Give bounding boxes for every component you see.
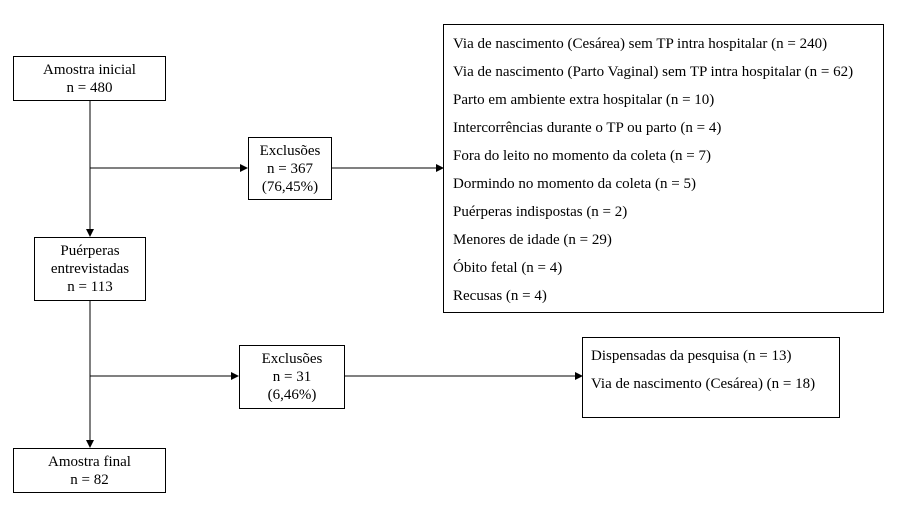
exclusion-reason: Recusas (n = 4) [453,288,547,304]
exclusion-reason: Dormindo no momento da coleta (n = 5) [453,176,696,192]
exclusion-reason: Via de nascimento (Cesárea) (n = 18) [591,376,816,392]
final-sample-count: n = 82 [70,471,109,488]
exclusion-reason: Via de nascimento (Cesárea) sem TP intra… [453,36,828,52]
final-sample-box: Amostra final n = 82 [13,448,166,493]
exclusion-reason: Parto em ambiente extra hospitalar (n = … [453,92,715,108]
interviewed-count: n = 113 [67,279,113,295]
exclusions-2-box: Exclusões n = 31 (6,46%) [239,345,345,409]
exclusions-2-label: Exclusões [261,351,323,367]
exclusions-2-count: n = 31 [272,369,312,385]
interviewed-box: Puérperas entrevistadas n = 113 [34,237,146,301]
exclusions-1-box: Exclusões n = 367 (76,45%) [248,137,332,200]
exclusions-1-percent: (76,45%) [261,178,319,195]
exclusions-2-percent: (6,46%) [267,387,317,403]
exclusion-reasons-1-box: Via de nascimento (Cesárea) sem TP intra… [443,24,884,313]
exclusion-reasons-2-box: Dispensadas da pesquisa (n = 13) Via de … [582,337,840,418]
exclusion-reason: Dispensadas da pesquisa (n = 13) [591,348,792,364]
initial-sample-label: Amostra inicial [43,61,136,78]
exclusion-reason: Menores de idade (n = 29) [453,232,612,248]
interviewed-label-line-1: Puérperas [60,243,120,259]
exclusion-reason: Intercorrências durante o TP ou parto (n… [453,120,722,136]
exclusion-reason: Fora do leito no momento da coleta (n = … [453,148,711,164]
exclusions-1-count: n = 367 [267,160,313,177]
interviewed-label-line-2: entrevistadas [50,261,130,277]
exclusions-1-label: Exclusões [259,142,321,159]
initial-sample-count: n = 480 [66,79,113,96]
final-sample-label: Amostra final [48,453,131,470]
exclusion-reason: Óbito fetal (n = 4) [453,260,563,276]
exclusion-reason: Puérperas indispostas (n = 2) [453,204,628,220]
initial-sample-box: Amostra inicial n = 480 [13,56,166,101]
exclusion-reason: Via de nascimento (Parto Vaginal) sem TP… [453,64,854,80]
